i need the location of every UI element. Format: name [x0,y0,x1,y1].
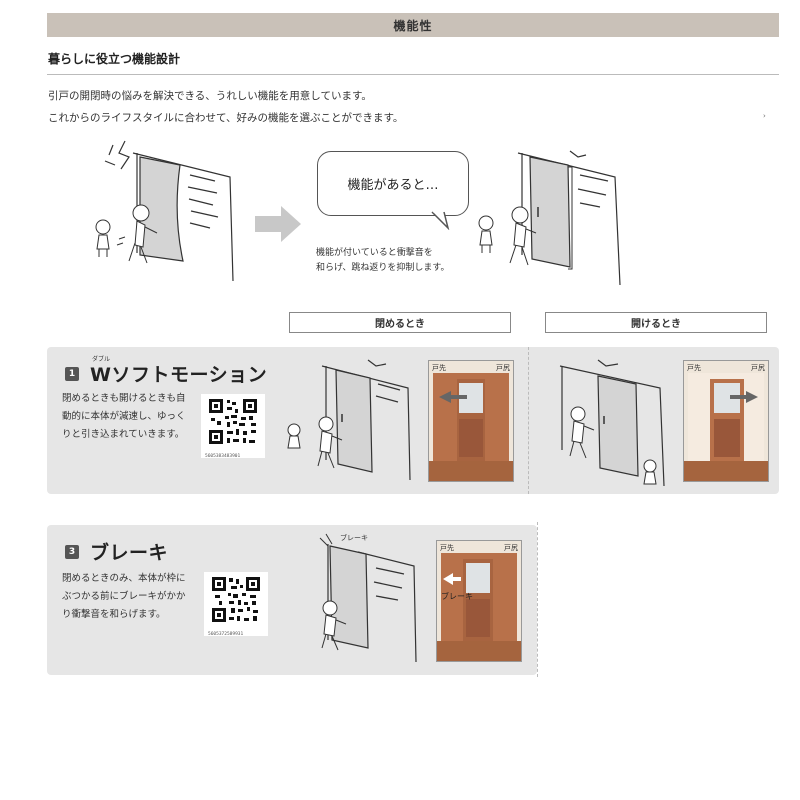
desc-line-2: 動的に本体が減速し、ゆっく [62,411,186,422]
w-soft-motion-closing-illustration [287,359,411,481]
photo-tag-door-edge: 戸先 [440,544,454,552]
header-bar: 機能性 [47,13,779,37]
photo-tag-door-edge: 戸先 [432,364,446,372]
door-photo-graphic [429,361,513,481]
feature-description: 閉めるときのみ、本体が枠に ぶつかる前にブレーキがかか り衝撃音を和らげます。 [62,570,186,624]
door-photo-graphic [684,361,768,481]
opening-label-text: 開けるとき [631,319,681,330]
desc-line-3: り衝撃音を和らげます。 [62,609,166,620]
brake-illustration: ブレーキ [319,533,417,663]
feature-number-badge: 1 [65,367,79,381]
door-soft-close-illustration [478,150,621,286]
closing-label-text: 閉めるとき [375,319,425,330]
illustration-caption: 機能が付いていると衝撃音を 和らげ、跳ね返りを抑制します。 [316,246,496,276]
desc-line-2: ぶつかる前にブレーキがかか [62,591,186,602]
feature-number-badge: 3 [65,545,79,559]
brake-label: ブレーキ [441,592,473,601]
panel-divider [537,522,538,677]
feature-title: Wソフトモーション [90,364,268,386]
feature-description: 閉めるときも開けるときも自 動的に本体が減速し、ゆっく りと引き込まれていきます… [62,390,186,444]
photo-tag-door-end: 戸尻 [496,364,510,372]
speech-bubble: 機能があると… [317,151,469,216]
panel-divider [528,347,529,494]
qr-code-number: 5605383483901 [205,454,241,459]
feature-title: ブレーキ [90,542,169,564]
header-title: 機能性 [393,18,433,33]
intro-line-1: 引戸の開閉時の悩みを解決できる、うれしい機能を用意しています。 [48,90,372,102]
door-photo-brake: 戸先 戸尻 ブレーキ [436,540,522,662]
section-divider [47,74,779,75]
closing-label: 閉めるとき [289,312,511,333]
intro-line-2: これからのライフスタイルに合わせて、好みの機能を選ぶことができます。 [48,112,404,124]
qr-code-w-soft-motion[interactable]: 5605383483901 [201,394,265,459]
desc-line-3: りと引き込まれていきます。 [62,429,185,440]
qr-code-icon [210,576,262,624]
feature-panel-w-soft-motion [47,347,779,494]
door-slam-illustration [95,140,234,282]
section-title: 暮らしに役立つ機能設計 [48,52,181,66]
photo-tag-door-end: 戸尻 [751,364,765,372]
opening-label: 開けるとき [545,312,767,333]
qr-code-icon [207,398,259,446]
photo-tag-door-end: 戸尻 [504,544,518,552]
door-photo-opening: 戸先 戸尻 [683,360,769,482]
caption-line-1: 機能が付いていると衝撃音を [316,248,433,258]
qr-code-number: 5605372589931 [208,632,244,637]
svg-text:ブレーキ: ブレーキ [340,533,368,542]
bullet-mark: › [763,112,766,120]
desc-line-1: 閉めるときのみ、本体が枠に [62,573,186,584]
door-photo-graphic [437,541,521,661]
bubble-text: 機能があると… [347,178,439,193]
feature-ruby: ダブル [92,356,111,363]
right-arrow-icon [255,206,301,242]
qr-code-brake[interactable]: 5605372589931 [204,572,268,637]
desc-line-1: 閉めるときも開けるときも自 [62,393,186,404]
door-photo-closing: 戸先 戸尻 [428,360,514,482]
w-soft-motion-opening-illustration [559,359,665,487]
caption-line-2: 和らげ、跳ね返りを抑制します。 [316,263,450,273]
bubble-tail [431,210,450,230]
photo-tag-door-edge: 戸先 [687,364,701,372]
